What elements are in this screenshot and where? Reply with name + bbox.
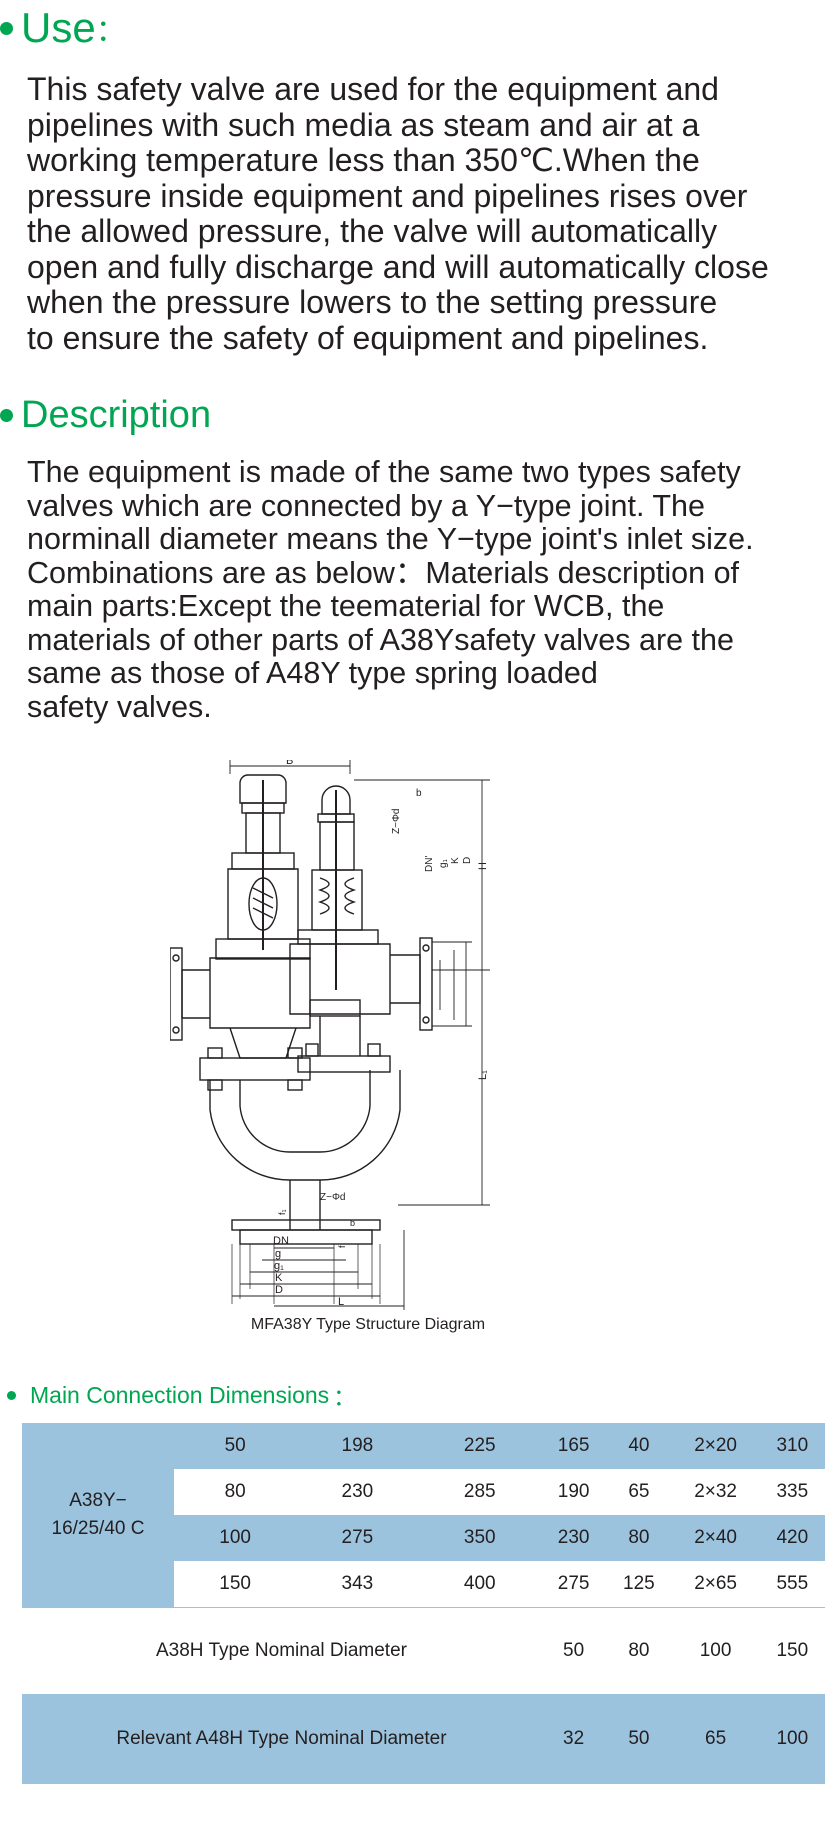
description-paragraph: The equipment is made of the same two ty…: [27, 455, 827, 724]
bullet-icon: [0, 409, 13, 422]
table-cell: 80: [628, 1640, 650, 1661]
use-heading-text: Use: [21, 4, 96, 51]
table-cell: 400: [418, 1561, 541, 1608]
table-cell: 125: [606, 1561, 672, 1608]
dimensions-heading: Main Connection Dimensions ：: [0, 1378, 356, 1412]
label-b-top: b: [416, 788, 422, 799]
label-k: K: [275, 1272, 283, 1284]
description-line: valves which are connected by a Y−type j…: [27, 488, 705, 523]
use-line: when the pressure lowers to the setting …: [27, 284, 718, 320]
use-line: working temperature less than 350℃.When …: [27, 142, 700, 178]
use-heading-colon: ：: [95, 15, 126, 48]
description-line: materials of other parts of A38Ysafety v…: [27, 622, 734, 657]
label-dn-prime: DN': [424, 856, 435, 872]
label-dn: DN: [273, 1235, 289, 1247]
label-B: B: [286, 760, 293, 767]
description-line: safety valves.: [27, 689, 212, 724]
table-cell: 335: [776, 1481, 809, 1502]
table-cell: 2×32: [694, 1481, 737, 1502]
table-cell: 2×20: [694, 1435, 737, 1456]
table-cell: 165: [557, 1435, 590, 1456]
description-line: main parts:Except the teematerial for WC…: [27, 589, 665, 623]
table-cell: 100: [776, 1728, 809, 1749]
label-g1-side: g₁: [438, 858, 449, 868]
label-L1: L₁: [477, 1070, 489, 1080]
valve-structure-diagram: B H L₁ Z−Φd b DN' g₁ K D Z−Φd f₁ f b DN …: [170, 760, 490, 1310]
table-cell: 230: [341, 1481, 374, 1502]
table-cell: 285: [463, 1481, 496, 1502]
table-cell: 198: [341, 1435, 374, 1456]
use-line: the allowed pressure, the valve will aut…: [27, 213, 718, 249]
table-cell: 2×65: [671, 1561, 760, 1608]
use-paragraph: This safety valve are used for the equip…: [27, 71, 827, 356]
model-cell: A38Y− 16/25/40 C: [22, 1423, 174, 1608]
use-line: to ensure the safety of equipment and pi…: [27, 319, 709, 356]
description-line: The equipment is made of the same two ty…: [27, 455, 741, 489]
use-line: pipelines with such media as steam and a…: [27, 106, 700, 143]
table-cell: 555: [759, 1561, 825, 1608]
table-cell: 80: [224, 1481, 246, 1502]
table-cell: 150: [776, 1640, 809, 1661]
label-g: g: [275, 1248, 281, 1260]
table-cell: 2×40: [694, 1527, 737, 1548]
table-cell: 80: [628, 1527, 650, 1548]
table-cell: 50: [628, 1728, 650, 1749]
label-b-bottom: b: [350, 1218, 355, 1228]
table-cell: 40: [628, 1435, 650, 1456]
table-cell: 100: [699, 1640, 732, 1661]
description-line: norminall diameter means the Y−type join…: [27, 522, 754, 556]
table-cell: 225: [463, 1435, 496, 1456]
label-d: D: [275, 1284, 283, 1296]
table-cell: 310: [776, 1435, 809, 1456]
table-cell: 100: [219, 1527, 251, 1548]
label-zphid-bottom: Z−Φd: [320, 1192, 346, 1203]
table-cell: 230: [557, 1527, 590, 1548]
table-cell: 275: [341, 1527, 374, 1548]
nominal-diameter-row: A38H Type Nominal Diameter 50 80 100 150: [22, 1608, 825, 1695]
bullet-icon: [0, 21, 13, 35]
relevant-diameter-row: Relevant A48H Type Nominal Diameter 32 5…: [22, 1694, 825, 1784]
table-cell: 343: [296, 1561, 419, 1608]
label-f1: f₁: [277, 1209, 287, 1215]
label-f: f: [337, 1245, 347, 1248]
dimensions-heading-text: Main Connection Dimensions: [30, 1381, 330, 1408]
table-cell: 350: [463, 1527, 496, 1548]
label-L: L: [338, 1296, 344, 1308]
relevant-diameter-label: Relevant A48H Type Nominal Diameter: [116, 1728, 447, 1749]
description-line: Combinations are as below：Materials desc…: [27, 555, 739, 590]
table-cell: 65: [628, 1481, 650, 1502]
table-cell: 50: [224, 1435, 246, 1456]
table-row: 150 343 400 275 125 2×65 555: [22, 1561, 825, 1608]
model-line: A38Y−: [69, 1490, 127, 1512]
label-d-side: D: [462, 857, 473, 864]
table-cell: 190: [557, 1481, 590, 1502]
dimensions-heading-colon: ：: [333, 1384, 357, 1410]
diagram-caption: MFA38Y Type Structure Diagram: [250, 1316, 486, 1333]
table-cell: 32: [563, 1728, 585, 1749]
label-g1: g₁: [274, 1260, 284, 1272]
use-line: This safety valve are used for the equip…: [27, 71, 719, 107]
table-cell: 50: [563, 1640, 585, 1661]
dimensions-table: A38Y− 16/25/40 C 50 198 225 165 40 2×20 …: [22, 1423, 825, 1784]
use-heading: Use ：: [0, 4, 126, 52]
label-zphid-top: Z−Φd: [391, 809, 402, 835]
use-line: pressure inside equipment and pipelines …: [27, 177, 748, 214]
use-line: open and fully discharge and will automa…: [27, 248, 769, 285]
table-row: 80 230 285 190 65 2×32 335: [22, 1469, 825, 1515]
nominal-diameter-label: A38H Type Nominal Diameter: [155, 1640, 407, 1661]
table-cell: 65: [705, 1728, 727, 1749]
table-cell: 150: [174, 1561, 297, 1608]
model-line: 16/25/40 C: [51, 1518, 145, 1540]
label-k-side: K: [450, 857, 461, 864]
table-cell: 275: [540, 1561, 607, 1608]
description-heading: Description: [0, 394, 211, 437]
description-line: same as those of A48Y type spring loaded: [27, 656, 598, 690]
table-row: A38Y− 16/25/40 C 50 198 225 165 40 2×20 …: [22, 1423, 825, 1608]
table-cell: 420: [776, 1527, 809, 1548]
description-heading-text: Description: [21, 394, 212, 436]
label-H: H: [477, 862, 489, 870]
bullet-icon: [7, 1390, 16, 1400]
